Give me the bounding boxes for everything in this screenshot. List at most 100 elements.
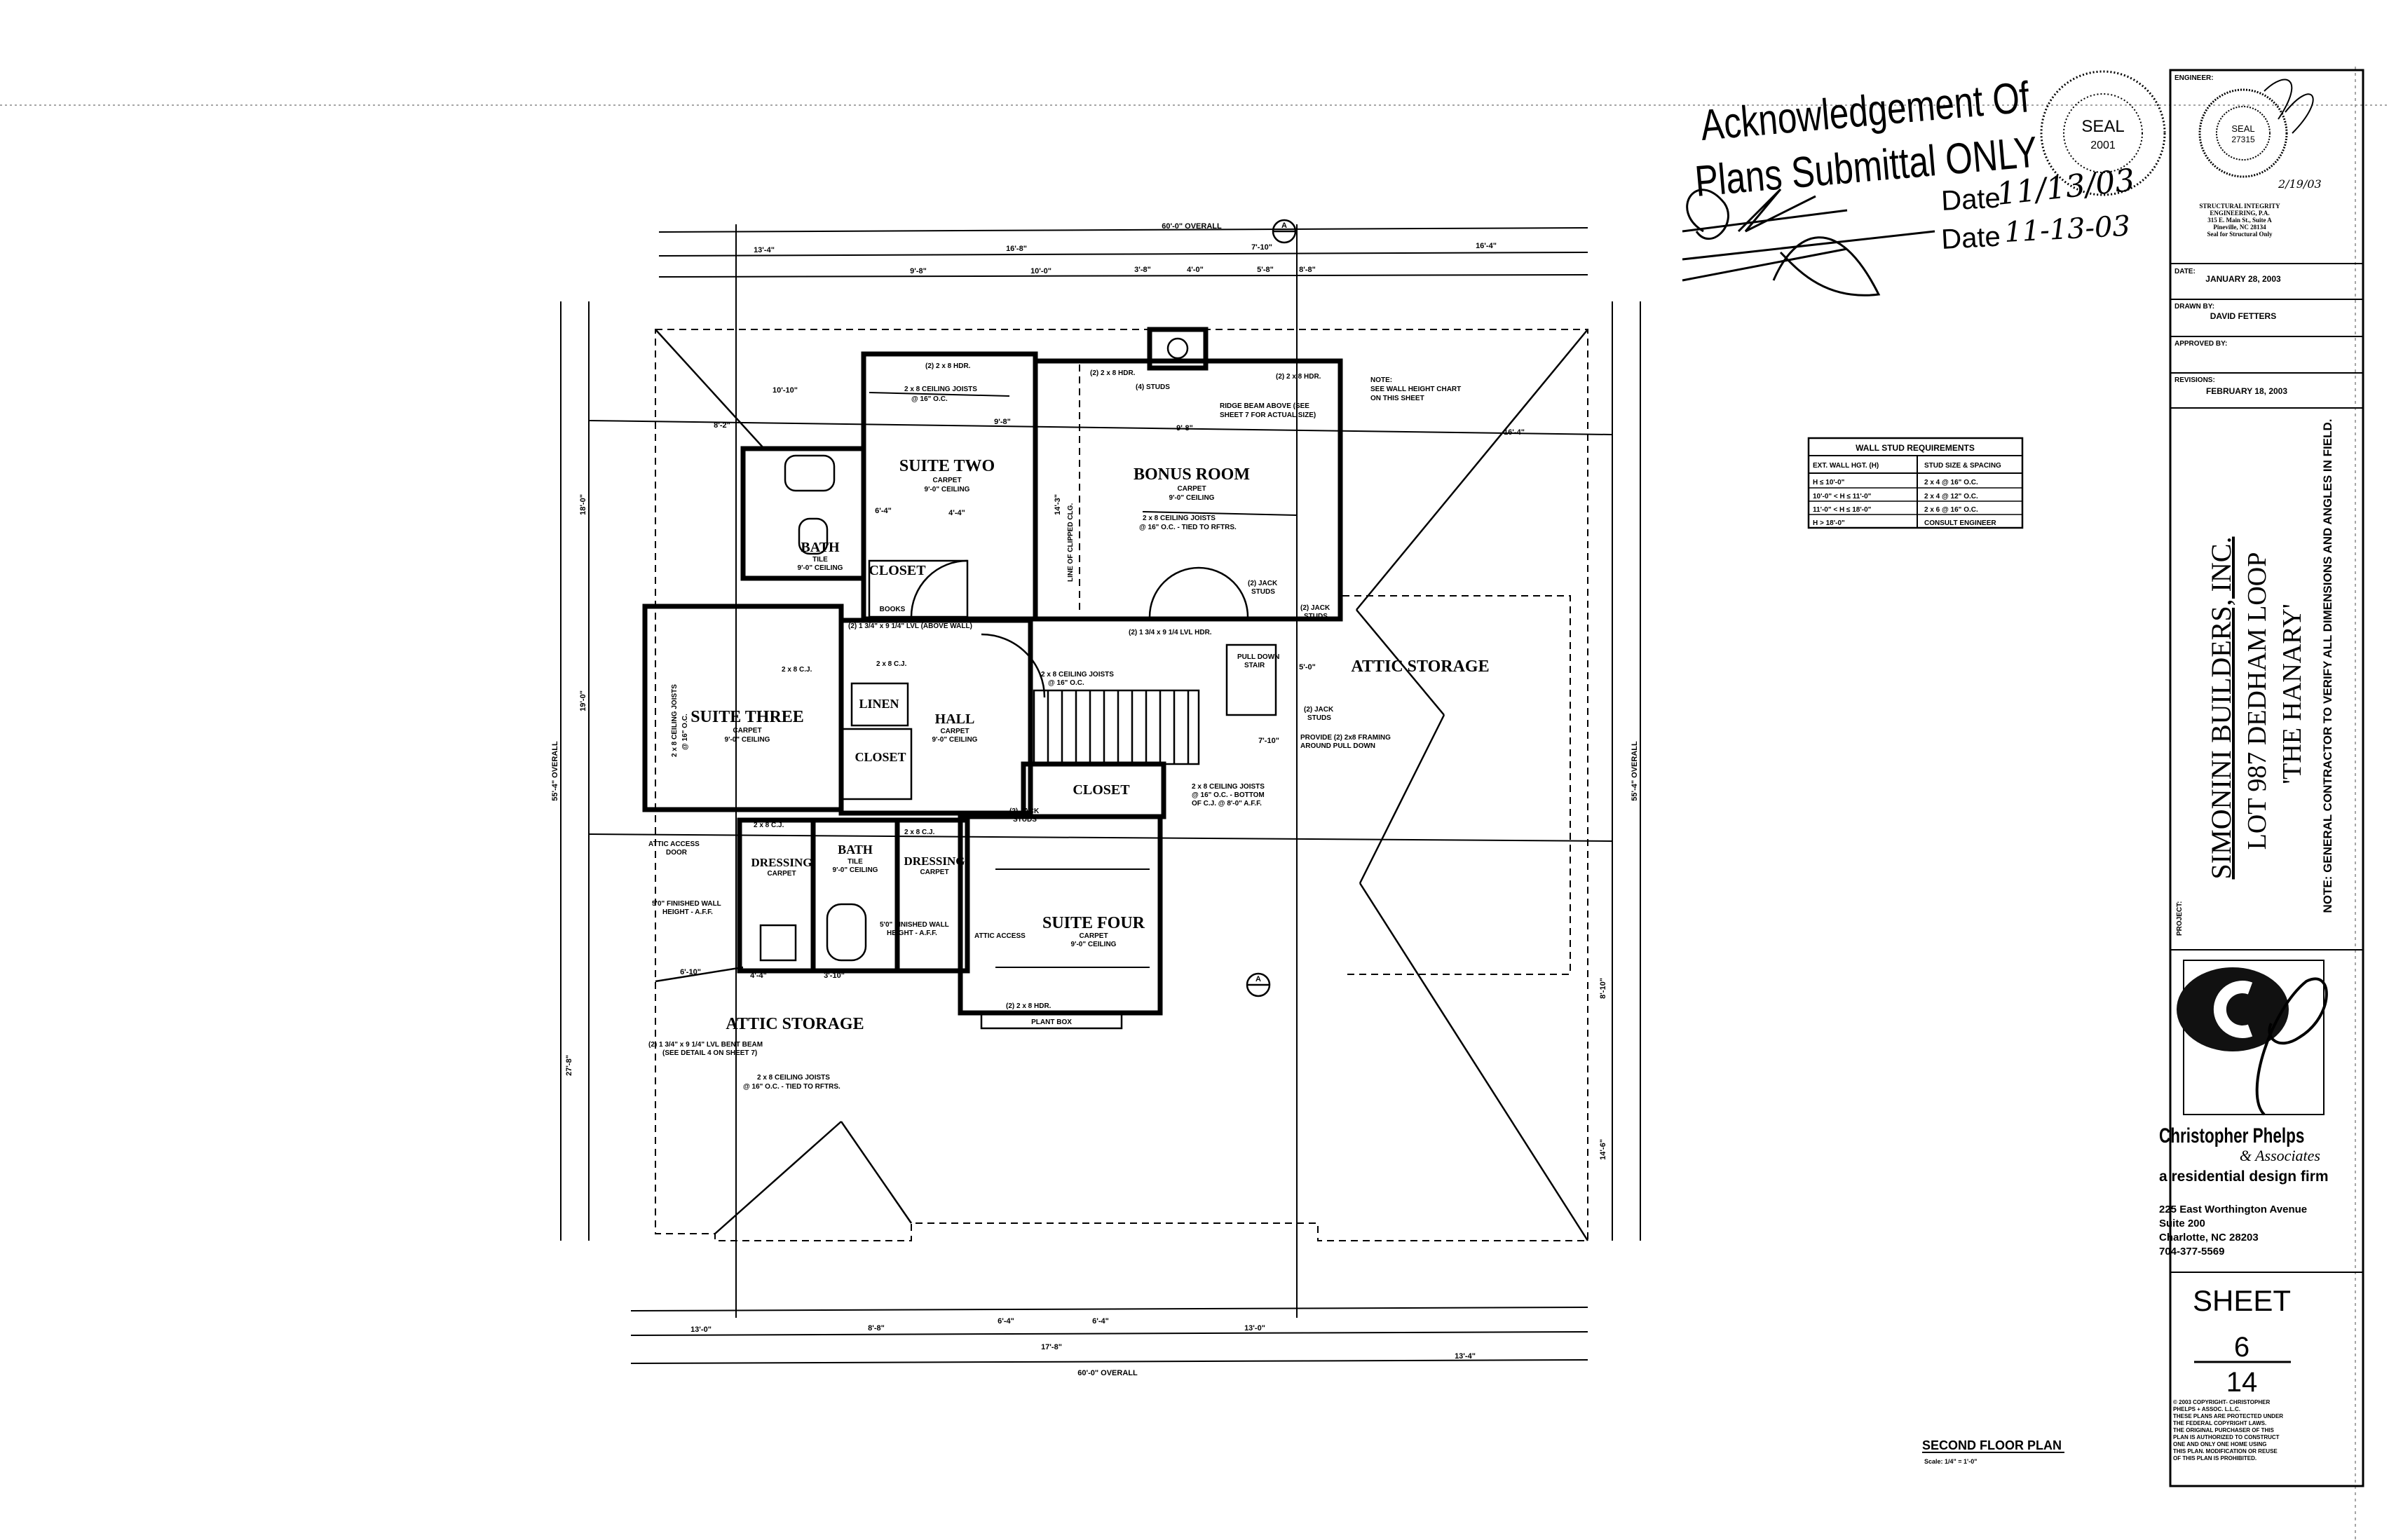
svg-text:CARPET: CARPET <box>1079 932 1108 940</box>
svg-text:NOTE:: NOTE: <box>1370 376 1392 384</box>
svg-text:2 x 8 CEILING JOISTS: 2 x 8 CEILING JOISTS <box>1041 671 1114 679</box>
svg-text:8'-10": 8'-10" <box>1599 978 1607 999</box>
svg-text:5'-8": 5'-8" <box>1257 266 1274 274</box>
svg-text:PHELPS + ASSOC. L.L.C.: PHELPS + ASSOC. L.L.C. <box>2173 1406 2240 1412</box>
svg-text:13'-0": 13'-0" <box>690 1326 712 1334</box>
svg-text:(2) 2 x 8 HDR.: (2) 2 x 8 HDR. <box>1090 369 1136 377</box>
svg-text:(2) 1 3/4" x 9 1/4" LVL BENT B: (2) 1 3/4" x 9 1/4" LVL BENT BEAM <box>648 1041 763 1049</box>
plant-box <box>980 1011 1123 1030</box>
svg-text:EXT. WALL HGT. (H): EXT. WALL HGT. (H) <box>1813 462 1879 470</box>
svg-text:SUITE FOUR: SUITE FOUR <box>1042 914 1145 932</box>
room-suite-two: SUITE TWO CARPET 9'-0" CEILING <box>899 457 995 493</box>
svg-text:8'-2": 8'-2" <box>714 421 730 430</box>
svg-text:6'-4": 6'-4" <box>875 507 892 515</box>
svg-text:DATE:: DATE: <box>2174 268 2196 275</box>
svg-text:SEE WALL HEIGHT CHART: SEE WALL HEIGHT CHART <box>1370 386 1461 393</box>
hip-line <box>1356 329 1588 611</box>
svg-text:SEAL: SEAL <box>2081 117 2124 136</box>
room-bath-upper: BATH TILE 9'-0" CEILING <box>798 540 843 572</box>
svg-text:HEIGHT - A.F.F.: HEIGHT - A.F.F. <box>887 929 937 937</box>
svg-text:Seal for Structural Only: Seal for Structural Only <box>2207 231 2273 238</box>
svg-text:19'-0": 19'-0" <box>579 690 587 711</box>
svg-text:8'-8": 8'-8" <box>1299 266 1316 274</box>
svg-text:A: A <box>1281 222 1287 230</box>
svg-text:© 2003 COPYRIGHT- CHRISTOPHER: © 2003 COPYRIGHT- CHRISTOPHER <box>2173 1399 2270 1405</box>
svg-text:SHEET 7 FOR ACTUAL SIZE): SHEET 7 FOR ACTUAL SIZE) <box>1220 411 1316 419</box>
svg-text:AROUND PULL DOWN: AROUND PULL DOWN <box>1300 742 1375 750</box>
room-bath-lower: BATH TILE 9'-0" CEILING <box>833 843 878 874</box>
svg-text:10'-0": 10'-0" <box>1030 267 1051 275</box>
svg-text:a residential design firm: a residential design firm <box>2159 1168 2329 1185</box>
room-hall: HALL CARPET 9'-0" CEILING <box>932 711 978 744</box>
signature <box>1686 188 1881 297</box>
svg-text:@ 16" O.C. - TIED TO RFTRS.: @ 16" O.C. - TIED TO RFTRS. <box>743 1083 840 1091</box>
svg-text:16'-4": 16'-4" <box>1476 242 1497 250</box>
svg-text:704-377-5569: 704-377-5569 <box>2159 1246 2224 1258</box>
svg-text:@ 16" O.C.: @ 16" O.C. <box>1048 679 1084 687</box>
svg-text:6'-10": 6'-10" <box>680 968 701 976</box>
svg-text:HALL: HALL <box>935 711 975 727</box>
hip-line <box>1356 609 1445 716</box>
svg-text:THIS PLAN. MODIFICATION OR REU: THIS PLAN. MODIFICATION OR REUSE <box>2173 1448 2278 1454</box>
room-attic-storage-right: ATTIC STORAGE <box>1351 657 1489 676</box>
svg-text:2 x 4 @ 12" O.C.: 2 x 4 @ 12" O.C. <box>1924 493 1978 500</box>
svg-text:@ 16" O.C. - TIED TO RFTRS.: @ 16" O.C. - TIED TO RFTRS. <box>1139 524 1237 531</box>
room-dressing-left: DRESSING CARPET <box>751 856 812 878</box>
dimension-line <box>630 1331 1588 1336</box>
svg-text:10'-0" < H ≤ 11'-0": 10'-0" < H ≤ 11'-0" <box>1813 493 1872 500</box>
svg-text:LOT 987 DEDHAM LOOP: LOT 987 DEDHAM LOOP <box>2242 552 2272 850</box>
svg-text:PLAN IS AUTHORIZED TO CONSTRUC: PLAN IS AUTHORIZED TO CONSTRUCT <box>2173 1434 2280 1440</box>
svg-text:PULL DOWN: PULL DOWN <box>1237 653 1279 661</box>
plan-notes: (2) 2 x 8 HDR. (2) 2 x 8 HDR. (2) 2 x 8 … <box>648 362 1461 1091</box>
svg-text:LINE OF CLIPPED CLG.: LINE OF CLIPPED CLG. <box>1067 503 1075 582</box>
svg-text:60'-0" OVERALL: 60'-0" OVERALL <box>1162 222 1222 231</box>
svg-text:5'-0": 5'-0" <box>1299 663 1316 672</box>
wall-bath <box>740 446 866 581</box>
svg-text:FEBRUARY 18, 2003: FEBRUARY 18, 2003 <box>2206 386 2287 396</box>
joist-arrow <box>1142 511 1298 516</box>
svg-text:CARPET: CARPET <box>932 477 961 484</box>
room-closet-hall: CLOSET <box>855 750 906 764</box>
wall-linen <box>850 682 909 727</box>
svg-text:9'-0" CEILING: 9'-0" CEILING <box>833 866 878 874</box>
svg-text:2 x 4 @ 16" O.C.: 2 x 4 @ 16" O.C. <box>1924 479 1978 486</box>
wall-hall <box>838 618 1033 816</box>
svg-text:27315: 27315 <box>2231 135 2255 144</box>
hip-line <box>840 1121 913 1224</box>
svg-text:(2) JACK: (2) JACK <box>1009 808 1040 815</box>
svg-text:2 x 6 @ 16" O.C.: 2 x 6 @ 16" O.C. <box>1924 506 1978 514</box>
svg-text:REVISIONS:: REVISIONS: <box>2174 376 2215 384</box>
svg-text:STUDS: STUDS <box>1013 816 1037 824</box>
svg-text:9'-8": 9'-8" <box>994 418 1011 426</box>
svg-text:STUDS: STUDS <box>1251 588 1275 596</box>
stair <box>1033 689 1200 765</box>
svg-text:OF C.J. @ 8'-0" A.F.F.: OF C.J. @ 8'-0" A.F.F. <box>1192 800 1262 808</box>
attic-outline <box>1342 595 1571 975</box>
plant-box-label: PLANT BOX <box>1031 1018 1072 1026</box>
svg-text:225 East Worthington Avenue: 225 East Worthington Avenue <box>2159 1204 2307 1215</box>
svg-text:SHEET: SHEET <box>2193 1284 2291 1317</box>
svg-text:ATTIC ACCESS: ATTIC ACCESS <box>648 840 700 848</box>
svg-text:NOTE: GENERAL CONTRACTOR TO VE: NOTE: GENERAL CONTRACTOR TO VERIFY ALL D… <box>2321 419 2334 913</box>
dimension-line <box>658 227 1588 233</box>
handwritten-date: 11-13-03 <box>2003 210 2131 249</box>
dimension-line <box>658 252 1588 257</box>
svg-text:@ 16" O.C. - BOTTOM: @ 16" O.C. - BOTTOM <box>1192 791 1265 799</box>
room-closet-upper: CLOSET <box>869 563 926 578</box>
svg-text:TILE: TILE <box>848 858 863 866</box>
books-label: BOOKS <box>880 606 906 613</box>
svg-text:2/19/03: 2/19/03 <box>2278 177 2322 191</box>
svg-text:2 x 8 CEILING JOISTS: 2 x 8 CEILING JOISTS <box>757 1074 830 1082</box>
svg-text:THE FEDERAL COPYRIGHT LAWS.: THE FEDERAL COPYRIGHT LAWS. <box>2173 1420 2266 1426</box>
grid-line <box>588 420 1613 435</box>
svg-text:DAVID FETTERS: DAVID FETTERS <box>2210 311 2276 321</box>
svg-text:@ 16" O.C.: @ 16" O.C. <box>681 714 689 750</box>
svg-text:(2) 2 x 8 HDR.: (2) 2 x 8 HDR. <box>925 362 971 370</box>
svg-text:4'-0": 4'-0" <box>1187 266 1204 274</box>
svg-text:H > 18'-0": H > 18'-0" <box>1813 519 1845 527</box>
svg-text:SIMONINI BUILDERS, INC.: SIMONINI BUILDERS, INC. <box>2205 537 2237 880</box>
shower-icon <box>759 924 797 962</box>
svg-text:@ 16" O.C.: @ 16" O.C. <box>911 395 948 403</box>
svg-text:ATTIC ACCESS: ATTIC ACCESS <box>974 932 1026 940</box>
svg-text:55'-4" OVERALL: 55'-4" OVERALL <box>1631 741 1639 801</box>
